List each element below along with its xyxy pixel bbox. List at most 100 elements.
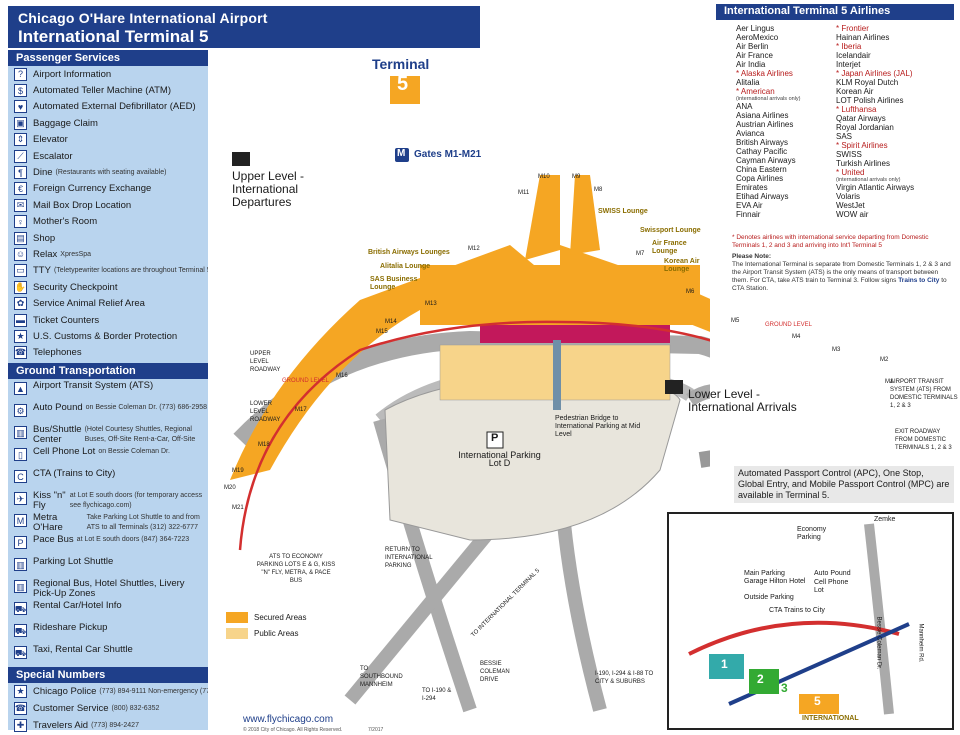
gate-label: M20: [224, 485, 236, 491]
dining-icon: ¶: [14, 166, 27, 180]
passenger-service-item: $Automated Teller Machine (ATM): [8, 82, 208, 98]
departures-plane-icon: [232, 152, 250, 166]
passenger-service-label: Automated Teller Machine (ATM): [33, 85, 171, 97]
passenger-service-label: Dine: [33, 167, 53, 179]
pedestrian-bridge-label: Pedestrian Bridge to International Parki…: [555, 415, 641, 438]
passenger-service-item: ¶Dine(Restaurants with seating available…: [8, 164, 208, 180]
train-icon: ▲: [14, 382, 27, 396]
bus-icon: ▥: [14, 426, 27, 440]
heart-icon: ♥: [14, 100, 27, 114]
passenger-services-list: ? Airport Information $Automated Teller Ma…: [8, 66, 208, 361]
airport-name: Chicago O'Hare International Airport: [18, 10, 268, 26]
passenger-service-label: Automated External Defibrillator (AED): [33, 101, 196, 113]
passenger-service-label: Security Checkpoint: [33, 281, 118, 293]
please-note-body: The International Terminal is separate f…: [732, 261, 951, 292]
inset-cellphone: Cell Phone Lot: [814, 579, 849, 594]
mailbox-icon: ✉: [14, 198, 27, 212]
map-header: Chicago O'Hare International Airport Int…: [8, 6, 480, 48]
passenger-service-label: Relax: [33, 248, 58, 260]
parking-p-glyph: P: [491, 432, 499, 444]
please-note-label: Please Note:: [732, 253, 772, 260]
ground-transport-item: ▥Regional Bus, Hotel Shuttles, Livery Pi…: [8, 577, 208, 599]
passenger-service-label: U.S. Customs & Border Protection: [33, 330, 178, 342]
lower-level-label: Lower Level - International Arrivals: [688, 387, 797, 414]
passenger-service-label: Airport Information: [33, 68, 112, 80]
copyright: © 2018 City of Chicago. All Rights Reser…: [243, 727, 343, 733]
passenger-service-label: Service Animal Relief Area: [33, 298, 145, 310]
special-number-item: ✚Travelers Aid(773) 894-2427: [8, 717, 208, 734]
ground-level-west: GROUND LEVEL: [282, 378, 330, 384]
airline-name: LOT Polish Airlines: [836, 96, 904, 105]
inset-international: INTERNATIONAL: [802, 715, 859, 722]
pedestrian-bridge: [553, 340, 561, 410]
inset-bessie: Bessie Coleman Dr.: [875, 616, 882, 670]
airline-name: Air India: [736, 60, 766, 69]
airline-name: Austrian Airlines: [736, 120, 794, 129]
special-number-sub: (773) 894-2427: [91, 722, 139, 730]
gate-label: M14: [385, 319, 397, 325]
airline-name: KLM Royal Dutch: [836, 78, 899, 87]
tow-icon: ⚙: [14, 404, 27, 418]
airline-name: Icelandair: [836, 51, 871, 60]
mothers-room-icon: ♀: [14, 215, 27, 229]
lounge-swissport: Swissport Lounge: [640, 227, 701, 234]
lower-loop: [686, 384, 710, 407]
inset-t2: 2: [757, 672, 764, 686]
website-link[interactable]: www.flychicago.com: [243, 714, 334, 725]
airline-name: Korean Air: [836, 87, 874, 96]
terminal-core: [420, 265, 700, 325]
legend-public: Public Areas: [254, 629, 299, 638]
ground-transport-label: Rental Car/Hotel Info: [33, 600, 122, 612]
passenger-service-label: Telephones: [33, 347, 82, 359]
upper-roadway-label: UPPER LEVEL ROADWAY: [250, 351, 281, 373]
special-number-label: Customer Service: [33, 703, 109, 715]
airline-note: (international arrivals only): [736, 96, 801, 102]
airline-name: Air Berlin: [736, 42, 769, 51]
passenger-service-item: ▬Ticket Counters: [8, 312, 208, 328]
passenger-service-label: Escalator: [33, 150, 73, 162]
airline-name: ANA: [736, 102, 753, 111]
airline-name: WOW air: [836, 210, 869, 219]
upper-level-label: Upper Level - International Departures: [232, 169, 305, 209]
inset-zemke: Zemke: [874, 516, 896, 523]
airline-name: * Frontier: [836, 24, 869, 33]
ats-economy-label: ATS TO ECONOMY PARKING LOTS E & G, KISS …: [256, 554, 336, 584]
airline-name: Finnair: [736, 210, 761, 219]
airline-name: EVA Air: [736, 201, 763, 210]
ground-transport-item: ▥Parking Lot Shuttle: [8, 555, 208, 577]
inset-svg: [688, 523, 910, 715]
gate-label: M8: [594, 187, 603, 193]
special-numbers-heading: Special Numbers: [8, 667, 208, 684]
airline-name: Air France: [736, 51, 773, 60]
passenger-service-item: €Foreign Currency Exchange: [8, 181, 208, 197]
gate-label: M13: [425, 301, 437, 307]
info-icon: ?: [14, 67, 27, 81]
passenger-service-item: ♥ Automated External Defibrillator (AED): [8, 99, 208, 115]
lounge-swiss: SWISS Lounge: [598, 208, 648, 215]
ground-transport-sub: at Lot E south doors (847) 364-7223: [76, 536, 190, 544]
airline-name: AeroMexico: [736, 33, 779, 42]
customer-service-icon: ☎: [14, 702, 27, 716]
passenger-service-item: ▣Baggage Claim: [8, 115, 208, 131]
passenger-service-item: ✿Service Animal Relief Area: [8, 295, 208, 311]
inset-mpg: Main Parking Garage Hilton Hotel: [744, 570, 806, 585]
shuttle-icon: ▥: [14, 558, 27, 572]
airline-name: * Lufthansa: [836, 105, 877, 114]
gate-label: M3: [832, 347, 841, 353]
passenger-service-sub: XpresSpa: [60, 250, 92, 258]
airline-name: Cayman Airways: [736, 156, 796, 165]
airline-note: (international arrivals only): [836, 177, 901, 183]
passenger-service-label: Foreign Currency Exchange: [33, 183, 152, 195]
passenger-service-item: ⇕Elevator: [8, 132, 208, 148]
ground-transport-sub: on Bessie Coleman Dr.: [98, 448, 170, 456]
ground-transport-sub: at Lot E south doors (for temporary acce…: [69, 492, 203, 510]
ground-transport-label: Pace Bus: [33, 534, 74, 546]
baggage-icon: ▣: [14, 116, 27, 130]
passenger-service-item: ✋Security Checkpoint: [8, 279, 208, 295]
relax-icon: ☺: [14, 247, 27, 261]
ground-transport-label: Cell Phone Lot: [33, 446, 96, 458]
passenger-service-item: ▭TTY(Teletypewriter locations are throug…: [8, 263, 208, 279]
airline-name: British Airways: [736, 138, 789, 147]
